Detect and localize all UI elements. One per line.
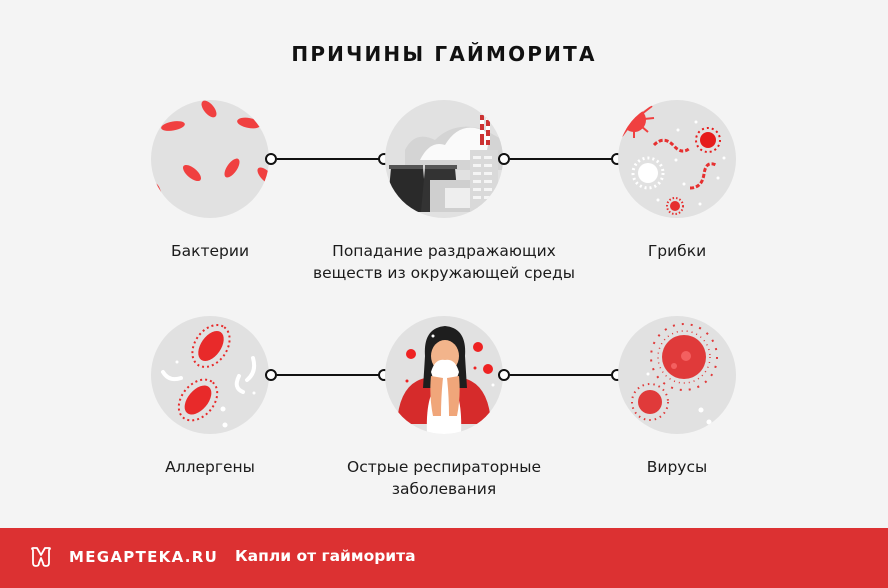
- connector-dot: [265, 153, 277, 165]
- cause-label-line: веществ из окружающей среды: [312, 264, 576, 282]
- cause-label-line: Острые респираторные: [347, 458, 541, 476]
- cause-label-bacteria: Бактерии: [170, 242, 250, 260]
- virus-icon: [618, 316, 736, 434]
- cause-label-allergens: Аллергены: [165, 458, 255, 476]
- connector-dot: [498, 153, 510, 165]
- connector-dot: [265, 369, 277, 381]
- cause-label-line: Попадание раздражающих: [332, 242, 556, 260]
- connector-line: [510, 374, 612, 376]
- sneezing-woman-icon: [385, 316, 503, 434]
- bacteria-icon: [151, 100, 269, 218]
- cause-label-irritants: Попадание раздражающих веществ из окружа…: [304, 240, 584, 284]
- connector-line: [277, 158, 379, 160]
- brand-name[interactable]: MEGAPTEKA.RU: [69, 548, 219, 566]
- cause-label-respiratory: Острые респираторные заболевания: [304, 456, 584, 500]
- footer-bar: MEGAPTEKA.RU Капли от гайморита: [0, 528, 888, 588]
- factory-icon: [385, 100, 503, 218]
- page-title: ПРИЧИНЫ ГАЙМОРИТА: [291, 42, 597, 66]
- fungi-icon: [618, 100, 736, 218]
- cause-label-fungi: Грибки: [647, 242, 707, 260]
- cause-label-viruses: Вирусы: [646, 458, 708, 476]
- megapteka-logo-icon[interactable]: [30, 547, 52, 567]
- connector-line: [510, 158, 612, 160]
- connector-dot: [498, 369, 510, 381]
- cause-label-line: заболевания: [391, 480, 497, 498]
- connector-line: [277, 374, 379, 376]
- allergens-icon: [151, 316, 269, 434]
- footer-link-drops[interactable]: Капли от гайморита: [235, 547, 416, 565]
